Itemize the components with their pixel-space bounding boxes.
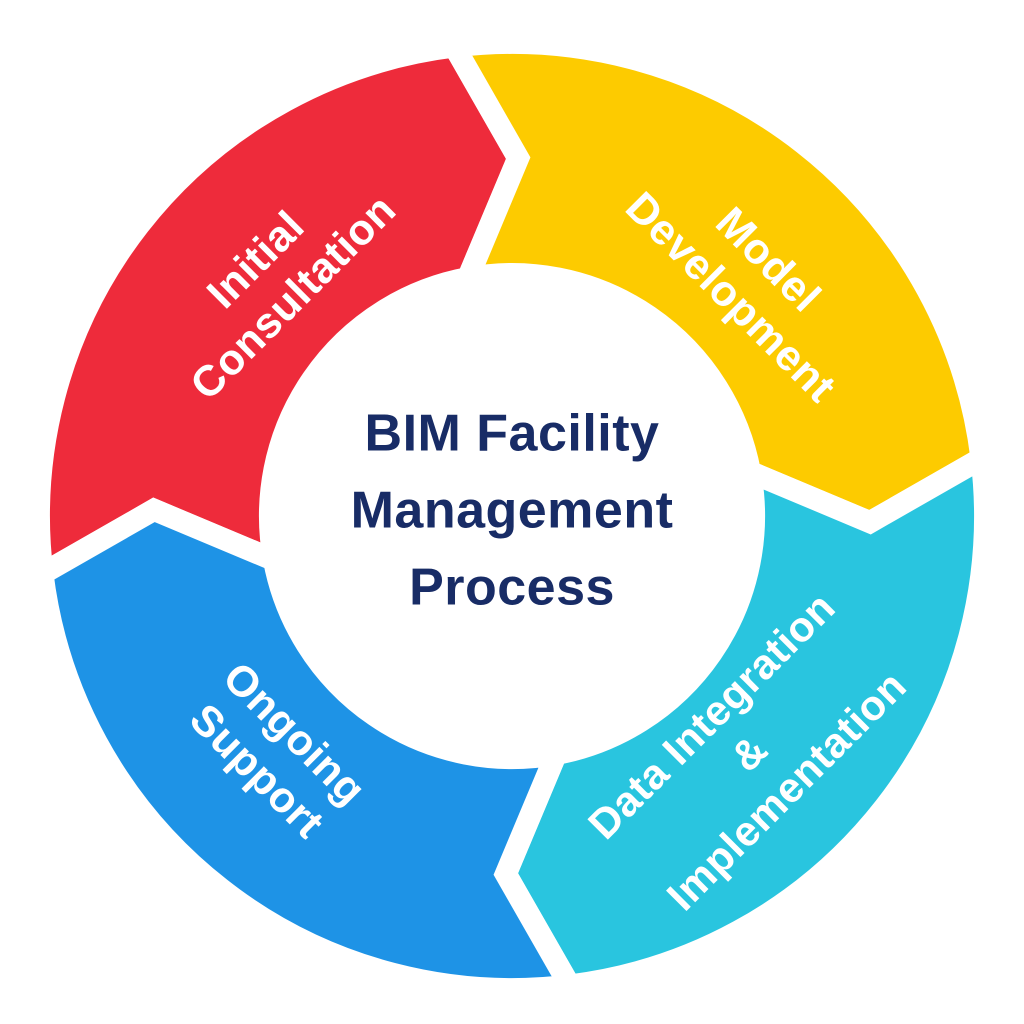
diagram-title-line: Management — [350, 481, 674, 540]
diagram-title-line: Process — [409, 558, 615, 617]
arrow-segment-ongoing-support — [30, 497, 588, 1001]
arrow-segment-data-integration — [493, 440, 997, 998]
diagram-title-line: BIM Facility — [364, 404, 660, 463]
diagram-title: BIM Facility Management Process — [351, 396, 674, 627]
arrow-segment-model-development — [436, 31, 994, 535]
arrow-segment-initial-consultation — [27, 34, 531, 592]
